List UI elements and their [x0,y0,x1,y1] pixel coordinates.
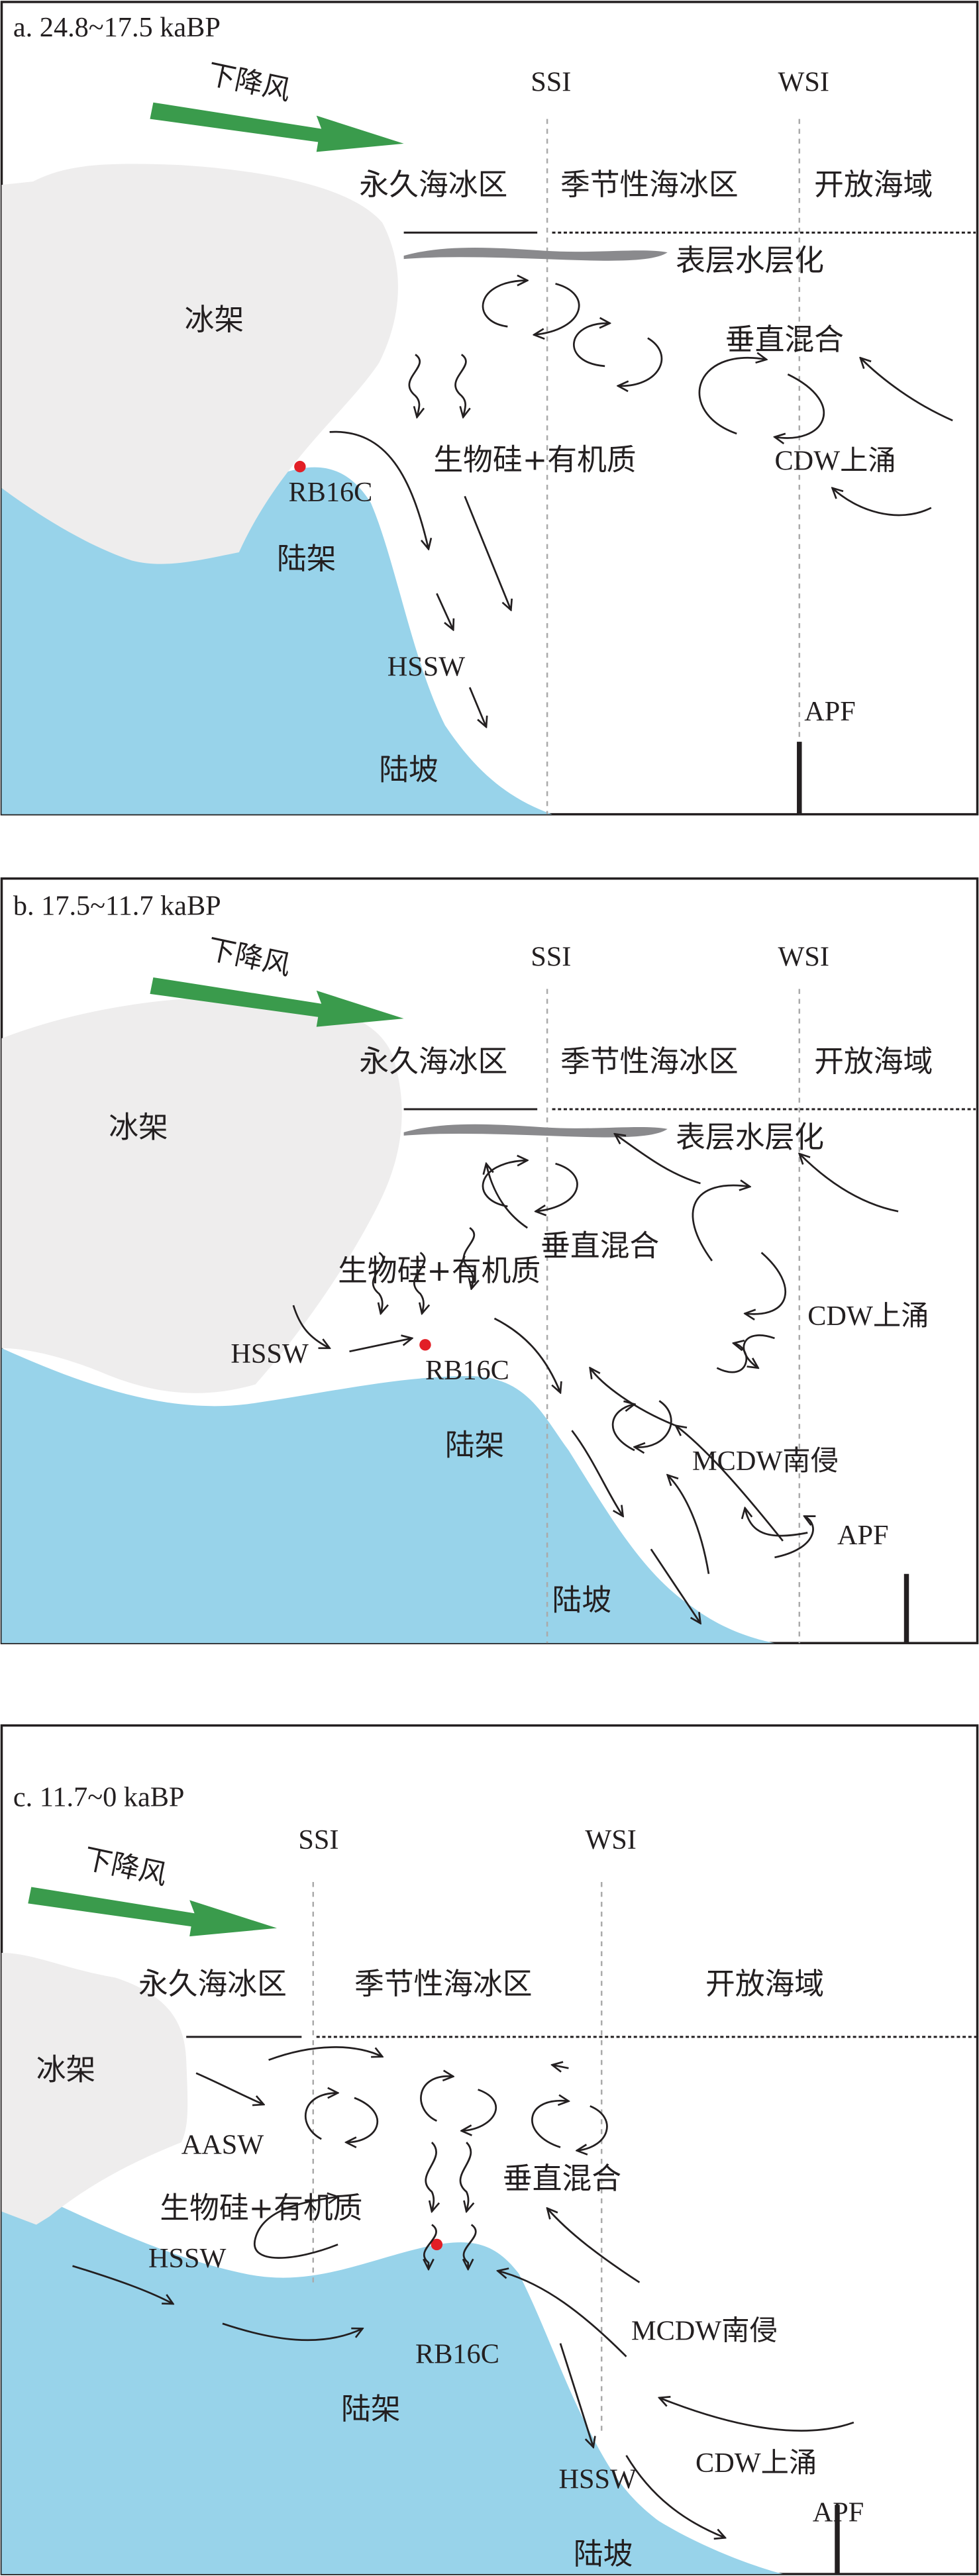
continental-shelf-slope [1,1348,775,1644]
zone-open-label: 开放海域 [814,167,933,202]
apf-label: APF [837,1520,889,1551]
slope-label: 陆坡 [574,2536,633,2571]
continental-shelf-slope [1,2178,783,2575]
core-site-marker [294,460,306,473]
circulation-arrows [72,2046,854,2538]
core-site-marker [419,1339,431,1351]
shelf-label: 陆架 [341,2391,401,2426]
katabatic-wind-arrow [150,102,404,152]
slope-label: 陆坡 [552,1582,612,1617]
ice-shelf-label: 冰架 [36,2052,96,2087]
vertical-mixing-label: 垂直混合 [725,322,844,357]
stratification-layer [403,247,668,261]
zone-seasonal-label: 季节性海冰区 [560,167,739,202]
core-label: RB16C [288,477,372,508]
katabatic-wind-arrow [150,977,404,1027]
cdw-upwelling-label: CDW上涌 [774,446,896,477]
hssw-label: HSSW [148,2243,227,2274]
zone-seasonal-label: 季节性海冰区 [560,1044,739,1079]
hssw-label: HSSW [387,652,466,683]
stratification-label: 表层水层化 [676,243,824,278]
hssw-slope-label: HSSW [559,2464,637,2495]
panel-c: c. 11.7~0 kaBP 下降风 SSI WSI 永久海冰区 季节性海冰区 … [0,1724,979,2575]
zone-open-label: 开放海域 [814,1044,933,1079]
cdw-upwelling-label: CDW上涌 [696,2448,817,2479]
panel-title: c. 11.7~0 kaBP [13,1782,185,1813]
vertical-mixing-label: 垂直混合 [503,2161,621,2196]
ssi-label: SSI [531,942,571,973]
core-label: RB16C [415,2339,499,2370]
panel-a: a. 24.8~17.5 kaBP 下降风 SSI WSI 永久海冰区 季节性海… [0,1,979,816]
apf-label: APF [804,696,856,727]
mcdw-label: MCDW南侵 [631,2316,778,2347]
biosilica-label: 生物硅+有机质 [338,1253,541,1288]
circulation-arrows [292,1134,899,1623]
panel-title: b. 17.5~11.7 kaBP [13,890,221,921]
stratification-layer [403,1124,668,1138]
biosilica-label: 生物硅+有机质 [433,442,636,477]
circulation-arrows [329,280,953,726]
stratification-label: 表层水层化 [676,1119,824,1154]
ice-shelf-label: 冰架 [109,1109,168,1144]
panel-b: b. 17.5~11.7 kaBP 下降风 SSI WSI 永久海冰区 季节性海… [0,877,979,1644]
ice-shelf [1,164,398,564]
zone-seasonal-label: 季节性海冰区 [354,1966,533,2001]
vertical-mixing-label: 垂直混合 [541,1228,659,1263]
panel-title: a. 24.8~17.5 kaBP [13,12,221,43]
wsi-label: WSI [778,66,829,97]
ssi-label: SSI [298,1824,338,1856]
wsi-label: WSI [778,942,829,973]
katabatic-wind-arrow [28,1887,278,1937]
core-site-marker [431,2238,443,2251]
ice-shelf-label: 冰架 [185,302,244,337]
zone-permanent-label: 永久海冰区 [138,1966,287,2001]
ice-shelf [1,997,402,1393]
hssw-label: HSSW [231,1338,309,1369]
shelf-label: 陆架 [277,541,336,576]
cdw-upwelling-label: CDW上涌 [807,1301,929,1332]
mcdw-label: MCDW南侵 [692,1446,839,1477]
shelf-label: 陆架 [445,1428,505,1463]
wsi-label: WSI [585,1824,637,1856]
ice-shelf [1,1952,188,2225]
zone-permanent-label: 永久海冰区 [359,1044,507,1079]
slope-label: 陆坡 [379,752,438,787]
core-label: RB16C [425,1355,509,1386]
zone-permanent-label: 永久海冰区 [359,167,507,202]
aasw-label: AASW [181,2130,264,2161]
ssi-label: SSI [531,66,571,97]
biosilica-label: 生物硅+有机质 [160,2191,362,2226]
zone-open-label: 开放海域 [705,1966,824,2001]
